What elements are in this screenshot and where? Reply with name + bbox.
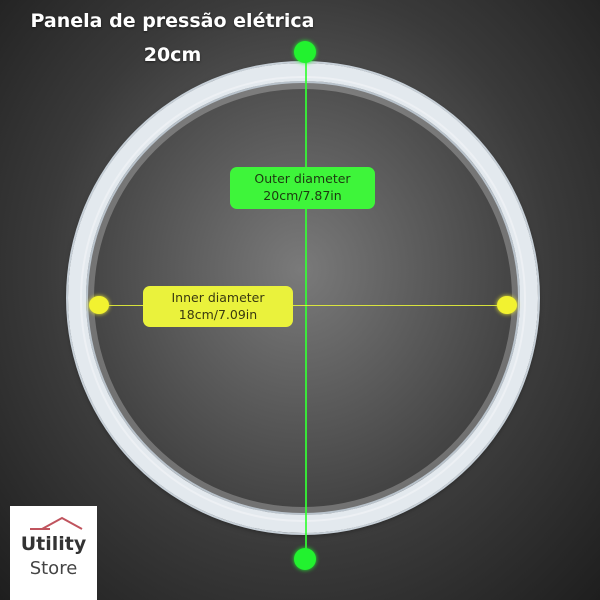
logo-text-utility: Utility: [20, 533, 87, 555]
outer-diameter-bottom-marker: [294, 548, 316, 570]
inner-diameter-value: 18cm/7.09in: [178, 307, 258, 322]
product-title: Panela de pressão elétrica: [30, 10, 315, 32]
inner-diameter-label: Inner diameter 18cm/7.09in: [143, 286, 293, 327]
outer-diameter-line: [305, 52, 307, 557]
product-size: 20cm: [143, 44, 202, 66]
outer-diameter-value: 20cm/7.87in: [263, 188, 342, 203]
inner-diameter-line: [97, 305, 507, 306]
inner-diameter-right-marker: [497, 296, 517, 314]
outer-diameter-label: Outer diameter 20cm/7.87in: [230, 167, 375, 209]
inner-diameter-left-marker: [89, 296, 109, 314]
logo-text-store: Store: [29, 558, 78, 579]
house-roof-icon: [30, 516, 83, 530]
outer-diameter-top-marker: [294, 41, 316, 63]
ring-inner-edge: [80, 76, 526, 522]
utility-store-logo: Utility Store: [10, 506, 97, 600]
outer-diameter-title: Outer diameter: [254, 171, 351, 186]
inner-diameter-title: Inner diameter: [171, 290, 265, 305]
